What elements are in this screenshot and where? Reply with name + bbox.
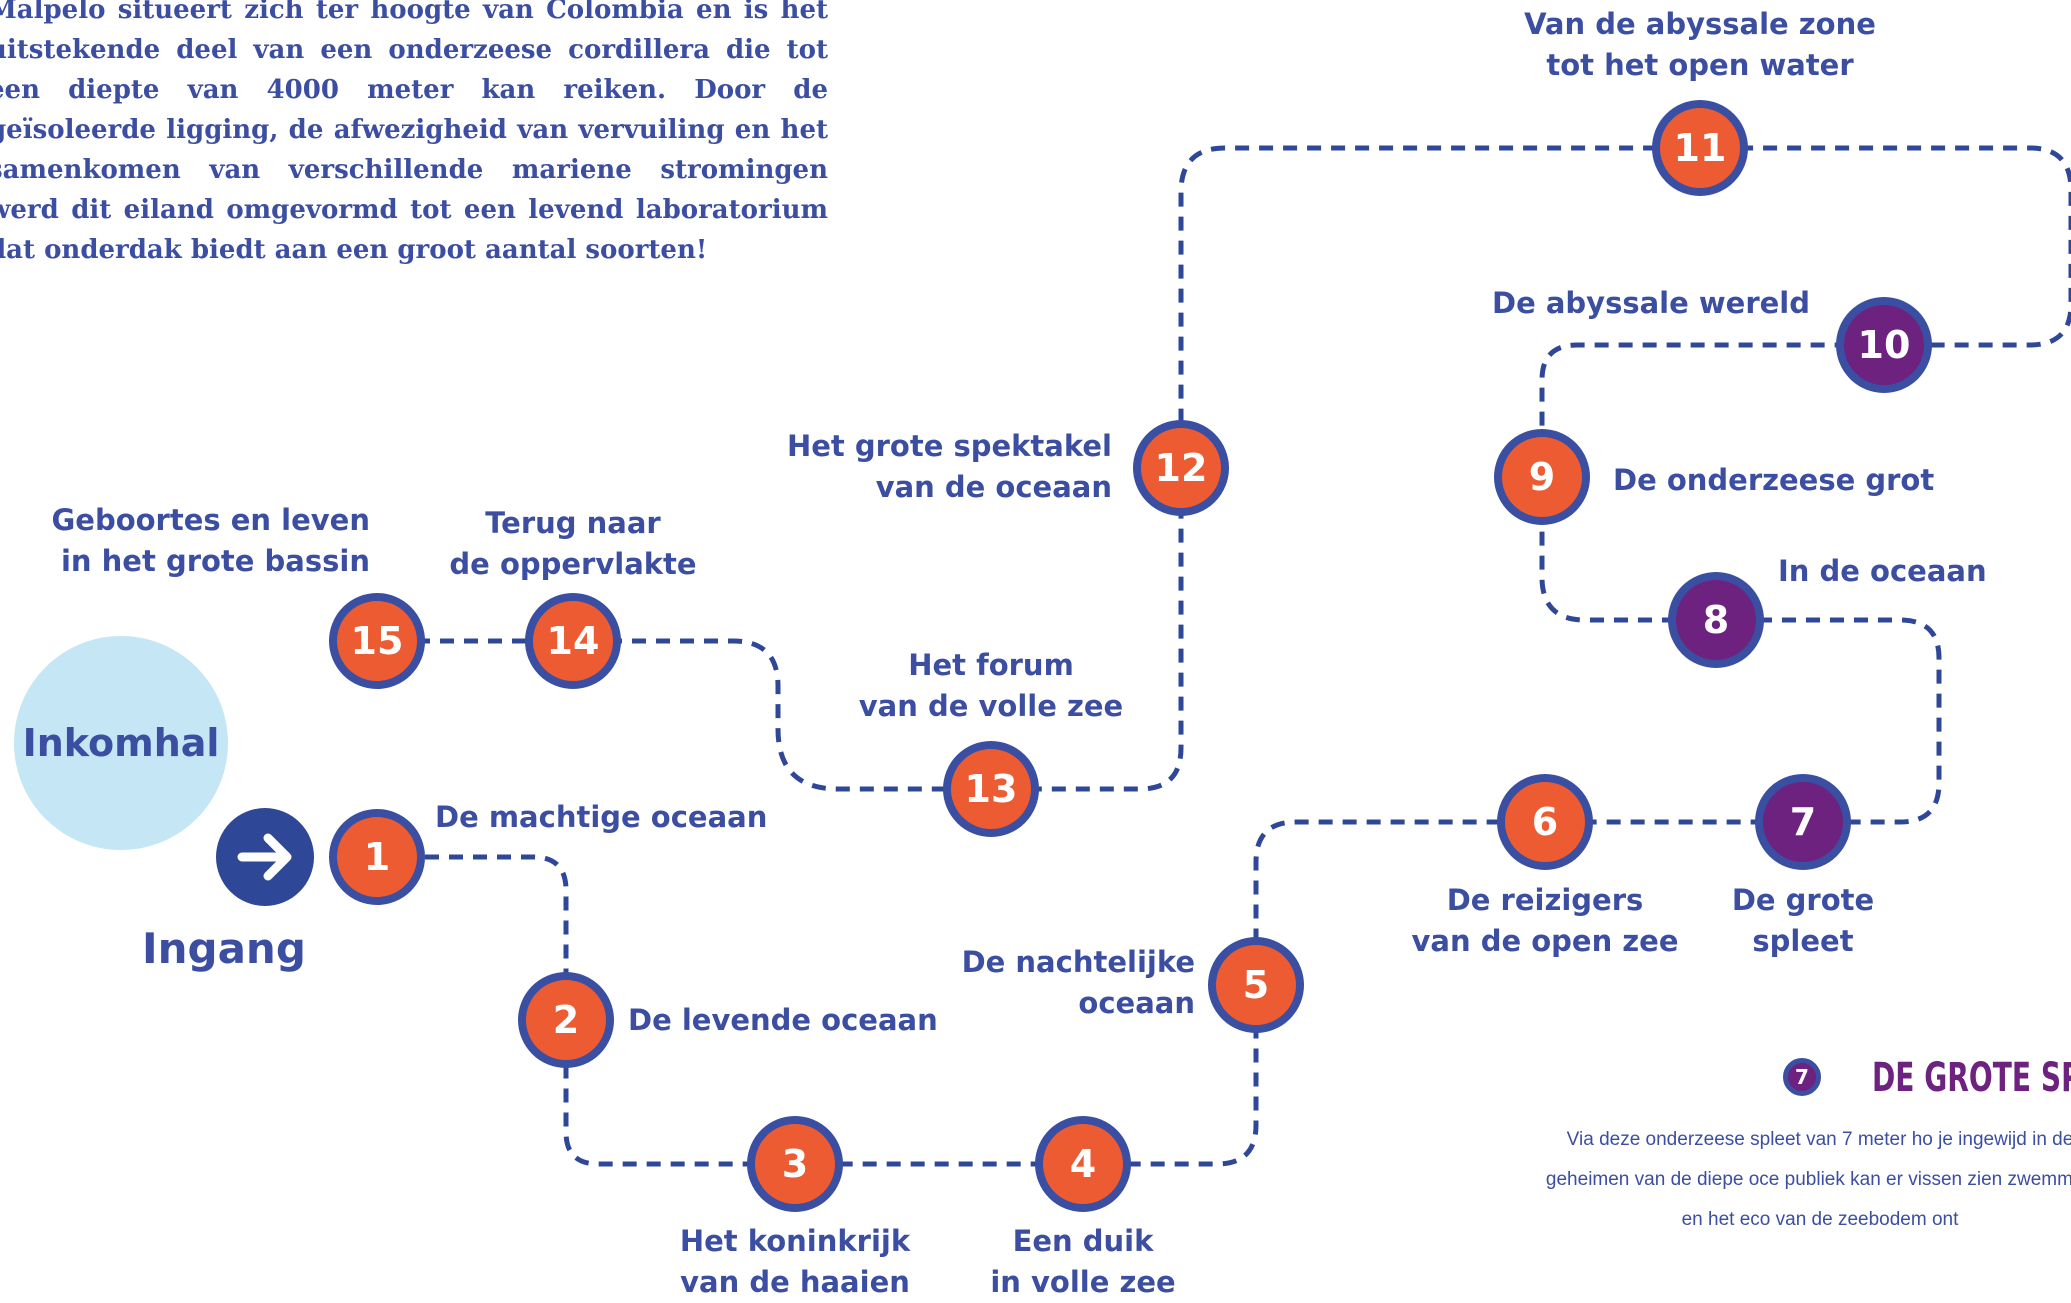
stop-3-label: Het koninkrijk van de haaien <box>680 1221 910 1303</box>
stop-14-label-line: de oppervlakte <box>449 547 697 581</box>
stop-7-label: De grote spleet <box>1732 880 1874 962</box>
stop-8-label-line: In de oceaan <box>1778 554 1987 588</box>
stop-15-number: 15 <box>350 619 404 663</box>
stop-13-label-line: Het forum <box>908 648 1074 682</box>
stop-6: 6 <box>1497 774 1593 870</box>
feature-title: DE GROTE SP <box>1872 1055 2071 1101</box>
stop-11-number: 11 <box>1673 126 1727 170</box>
stop-13-number: 13 <box>964 767 1018 811</box>
stop-9: 9 <box>1494 429 1590 525</box>
stop-4-number: 4 <box>1069 1142 1097 1186</box>
stop-1-number: 1 <box>363 835 391 879</box>
stop-6-label-line: van de open zee <box>1411 924 1679 958</box>
stop-2-badge: 2 <box>518 972 614 1068</box>
stop-15-label-line: in het grote bassin <box>60 544 370 578</box>
stop-11-label-line: Van de abyssale zone <box>1524 7 1876 41</box>
stop-9-number: 9 <box>1528 455 1556 499</box>
feature-text: Via deze onderzeese spleet van 7 meter h… <box>1545 1129 2071 1230</box>
stop-15-label: Geboortes en leven in het grote bassin <box>51 500 370 582</box>
entrance-hall-label: Inkomhal <box>22 721 220 765</box>
stop-2-label: De levende oceaan <box>628 1000 938 1041</box>
stop-10-label: De abyssale wereld <box>1492 283 1810 324</box>
stop-10-badge: 10 <box>1836 297 1932 393</box>
stop-14-number: 14 <box>546 619 600 663</box>
stop-12-number: 12 <box>1154 446 1208 490</box>
stop-4: 4 <box>1035 1116 1131 1212</box>
stop-12-label-line: van de oceaan <box>875 470 1112 504</box>
stop-11-badge: 11 <box>1652 100 1748 196</box>
stop-15: 15 <box>329 593 425 689</box>
stop-4-label-line: Een duik <box>1012 1224 1154 1258</box>
stop-9-badge: 9 <box>1494 429 1590 525</box>
stop-7-number: 7 <box>1789 800 1817 844</box>
stop-3-badge: 3 <box>747 1116 843 1212</box>
stop-3: 3 <box>747 1116 843 1212</box>
arrow-right-icon <box>237 833 292 881</box>
stop-10-label-line: De abyssale wereld <box>1492 286 1810 320</box>
stop-7-label-line: spleet <box>1752 924 1854 958</box>
stop-3-label-line: van de haaien <box>680 1265 910 1299</box>
stop-11-label: Van de abyssale zone tot het open water <box>1524 4 1876 86</box>
stop-1-label-line: De machtige oceaan <box>435 800 768 834</box>
stop-8-label: In de oceaan <box>1778 551 1987 592</box>
stop-1-badge: 1 <box>329 809 425 905</box>
stop-12: 12 <box>1133 420 1229 516</box>
stop-5-number: 5 <box>1242 963 1270 1007</box>
feature-number-badge: 7 <box>1783 1058 1821 1096</box>
stop-6-number: 6 <box>1531 800 1559 844</box>
stop-4-label-line: in volle zee <box>990 1265 1176 1299</box>
stop-6-badge: 6 <box>1497 774 1593 870</box>
stop-10: 10 <box>1836 297 1932 393</box>
feature-card: 7 DE GROTE SP Via deze onderzeese spleet… <box>1546 1050 2071 1290</box>
entrance-label: Ingang <box>142 924 306 973</box>
stop-8-number: 8 <box>1702 598 1730 642</box>
stop-14-label: Terug naar de oppervlakte <box>449 503 696 585</box>
stop-9-label: De onderzeese grot <box>1613 460 1934 501</box>
stop-5-label: De nachtelijke oceaan <box>962 942 1195 1024</box>
stop-11: 11 <box>1652 100 1748 196</box>
stop-13-label-line: van de volle zee <box>858 689 1124 723</box>
stop-13-label: Het forum van de volle zee <box>859 645 1123 727</box>
stop-3-number: 3 <box>781 1142 809 1186</box>
stop-6-label-line: De reizigers <box>1446 883 1644 917</box>
stop-13-badge: 13 <box>943 741 1039 837</box>
entrance-arrow-badge <box>216 808 314 906</box>
intro-paragraph: Malpelo situeert zich ter hoogte van Col… <box>0 0 828 265</box>
stop-15-label-line: Geboortes en leven <box>51 503 370 537</box>
stop-7-badge: 7 <box>1755 774 1851 870</box>
stop-12-badge: 12 <box>1133 420 1229 516</box>
stop-1: 1 <box>329 809 425 905</box>
stop-8-badge: 8 <box>1668 572 1764 668</box>
stop-4-label: Een duik in volle zee <box>990 1221 1175 1303</box>
stop-12-label: Het grote spektakel van de oceaan <box>787 426 1112 508</box>
stop-2-number: 2 <box>552 998 580 1042</box>
stop-5-badge: 5 <box>1208 937 1304 1033</box>
stop-7: 7 <box>1755 774 1851 870</box>
stop-2-label-line: De levende oceaan <box>628 1003 938 1037</box>
stop-10-number: 10 <box>1857 323 1911 367</box>
stop-3-label-line: Het koninkrijk <box>679 1224 911 1258</box>
stop-9-label-line: De onderzeese grot <box>1613 463 1935 497</box>
stop-14-badge: 14 <box>525 593 621 689</box>
stop-5-label-line: oceaan <box>1078 986 1195 1020</box>
stop-13: 13 <box>943 741 1039 837</box>
stop-14-label-line: Terug naar <box>485 506 661 540</box>
stop-8: 8 <box>1668 572 1764 668</box>
stop-2: 2 <box>518 972 614 1068</box>
stop-14: 14 <box>525 593 621 689</box>
stop-11-label-line: tot het open water <box>1546 48 1854 82</box>
stop-7-label-line: De grote <box>1731 883 1875 917</box>
stop-5-label-line: De nachtelijke <box>961 945 1195 979</box>
stop-12-label-line: Het grote spektakel <box>786 429 1112 463</box>
entrance-hall-circle: Inkomhal <box>14 636 228 850</box>
stop-4-badge: 4 <box>1035 1116 1131 1212</box>
stop-5: 5 <box>1208 937 1304 1033</box>
stop-1-label: De machtige oceaan <box>435 797 767 838</box>
stop-15-badge: 15 <box>329 593 425 689</box>
stop-6-label: De reizigers van de open zee <box>1411 880 1678 962</box>
